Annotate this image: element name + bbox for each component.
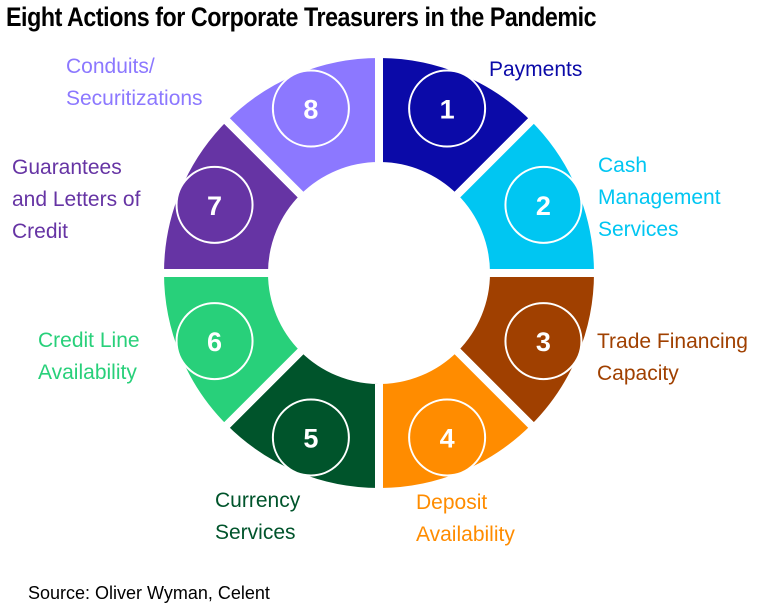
label-line: Currency: [215, 489, 301, 512]
label-line: Guarantees: [12, 156, 122, 179]
number-circle-7: [175, 165, 254, 244]
label-line: Deposit: [416, 491, 488, 514]
segment-number: 5: [303, 423, 318, 453]
label-line: Capacity: [597, 362, 679, 385]
segment-number: 2: [536, 191, 551, 221]
label-payments: Payments: [489, 54, 582, 86]
segment-number: 1: [440, 95, 455, 125]
segment-number: 8: [303, 95, 318, 125]
number-circle-2: [504, 165, 583, 244]
number-circle-3: [504, 302, 583, 381]
segment-number: 7: [207, 191, 222, 221]
label-line: Availability: [38, 361, 137, 384]
number-circle-1: [408, 69, 487, 148]
label-line: Securitizations: [66, 87, 203, 110]
number-circle-4: [408, 398, 487, 477]
label-line: Services: [598, 218, 679, 241]
segment-number: 6: [207, 327, 222, 357]
label-line: Management: [598, 186, 721, 209]
number-circle-6: [175, 302, 254, 381]
label-line: Payments: [489, 58, 583, 81]
number-circle-5: [271, 398, 350, 477]
label-guarantees: Guarantees and Letters of Credit: [12, 152, 140, 248]
diagram-title: Eight Actions for Corporate Treasurers i…: [6, 2, 597, 32]
label-line: Availability: [416, 523, 515, 546]
label-line: Credit Line: [38, 329, 140, 352]
label-line: Trade Financing: [597, 330, 748, 353]
segment-number: 3: [536, 327, 551, 357]
label-line: Services: [215, 521, 296, 544]
label-line: and Letters of: [12, 188, 141, 211]
segment-number: 4: [440, 423, 455, 453]
label-line: Conduits/: [66, 55, 155, 78]
number-circle-8: [271, 69, 350, 148]
label-line: Credit: [12, 220, 69, 243]
label-conduits: Conduits/Securitizations: [66, 51, 203, 115]
source-note: Source: Oliver Wyman, Celent: [28, 583, 270, 603]
label-line: Cash: [598, 154, 648, 177]
